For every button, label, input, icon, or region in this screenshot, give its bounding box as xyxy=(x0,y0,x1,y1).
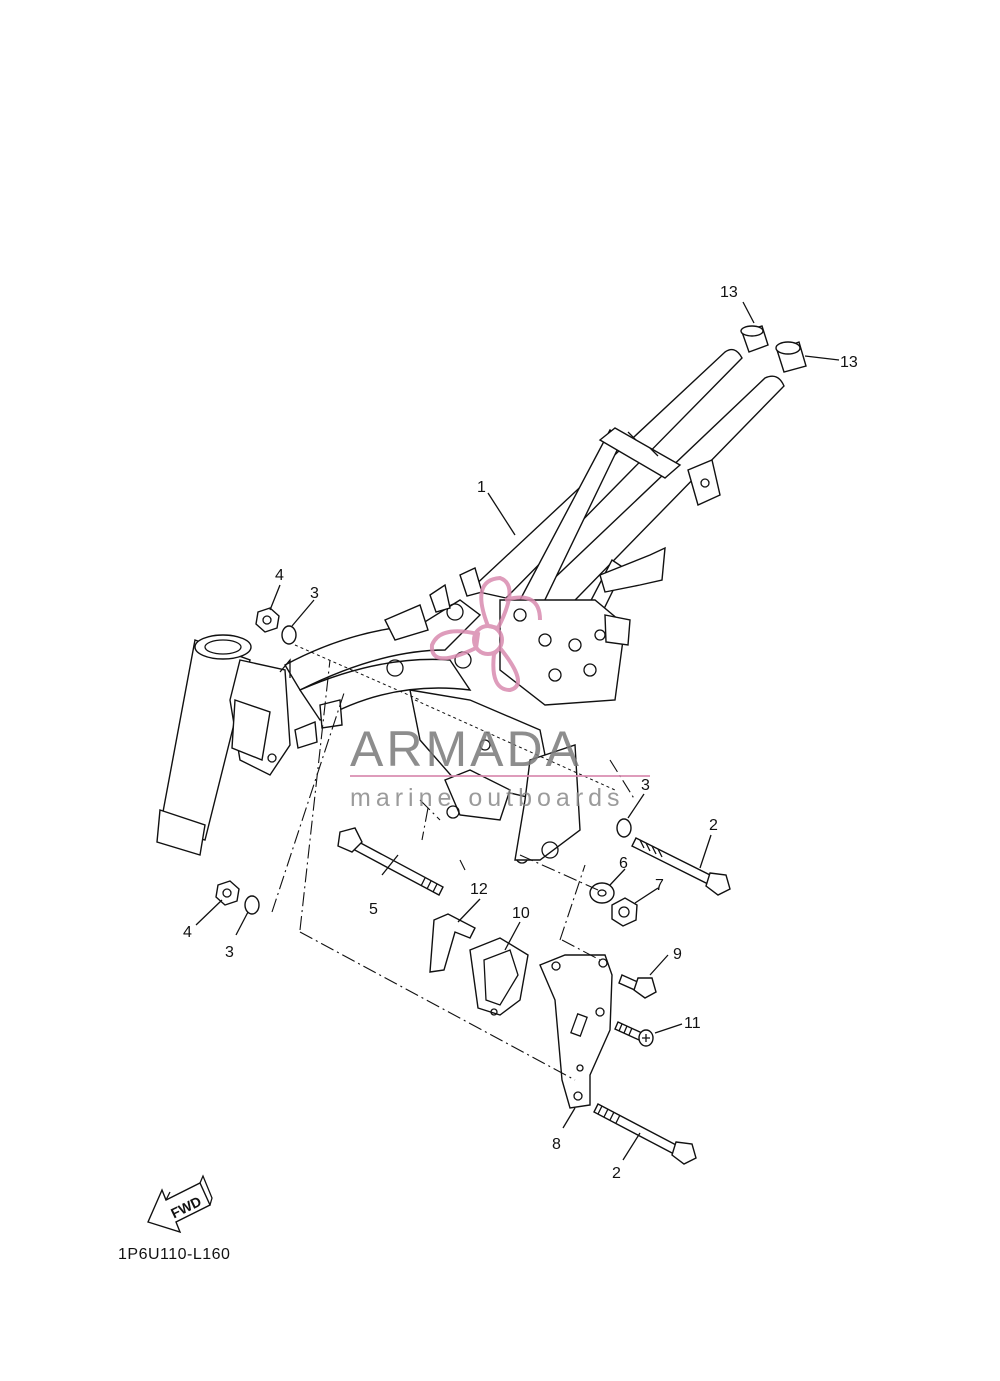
callout-10: 10 xyxy=(512,905,530,922)
washer-part-6 xyxy=(589,882,615,904)
washer-part-3-upper xyxy=(281,625,297,645)
callout-2-lower: 2 xyxy=(612,1165,621,1182)
callout-3-right: 3 xyxy=(641,777,650,794)
callout-4-upper: 4 xyxy=(275,567,284,584)
cap-part-13-right xyxy=(775,341,807,373)
callout-11: 11 xyxy=(684,1015,701,1032)
washer-part-3-right xyxy=(616,818,632,838)
washer-part-3-lower xyxy=(244,895,260,915)
cover-part-10 xyxy=(469,937,529,1016)
callout-3-upper: 3 xyxy=(310,585,319,602)
fwd-arrow-icon: FWD xyxy=(147,1174,213,1234)
guide-part-12 xyxy=(429,913,476,973)
bolt-part-5 xyxy=(337,827,444,896)
callout-9: 9 xyxy=(673,946,682,963)
bolt-part-9 xyxy=(618,974,657,999)
diagram-part-code: 1P6U110-L160 xyxy=(118,1246,231,1263)
nut-part-7 xyxy=(611,897,638,927)
screw-part-11 xyxy=(614,1021,654,1047)
bracket-part-8 xyxy=(539,954,613,1109)
callout-5: 5 xyxy=(369,901,378,918)
frame-part-1 xyxy=(156,348,785,864)
callout-6: 6 xyxy=(619,855,628,872)
watermark-subtitle: marine outboards xyxy=(350,784,625,812)
nut-part-4-upper xyxy=(255,607,280,633)
bolt-part-2-upper xyxy=(631,837,731,896)
watermark: ARMADA marine outboards xyxy=(350,575,650,812)
leader-lines xyxy=(195,301,840,1161)
callout-4-lower: 4 xyxy=(183,924,192,941)
propeller-logo-icon xyxy=(429,575,542,693)
bolt-part-2-lower xyxy=(593,1103,697,1165)
callout-3-lower: 3 xyxy=(225,944,234,961)
cap-part-13-left xyxy=(740,325,769,353)
callout-1: 1 xyxy=(477,479,486,496)
callout-12: 12 xyxy=(470,881,488,898)
callout-8: 8 xyxy=(552,1136,561,1153)
callout-2-upper: 2 xyxy=(709,817,718,834)
nut-part-4-lower xyxy=(215,880,240,906)
callouts: 1 13 13 4 3 3 2 6 7 5 12 10 4 3 9 11 8 2 xyxy=(183,284,858,1182)
callout-13-right: 13 xyxy=(840,354,858,371)
callout-13-top: 13 xyxy=(720,284,738,301)
watermark-title: ARMADA xyxy=(350,721,582,777)
reference-lines xyxy=(271,659,636,1081)
callout-7: 7 xyxy=(655,877,664,894)
